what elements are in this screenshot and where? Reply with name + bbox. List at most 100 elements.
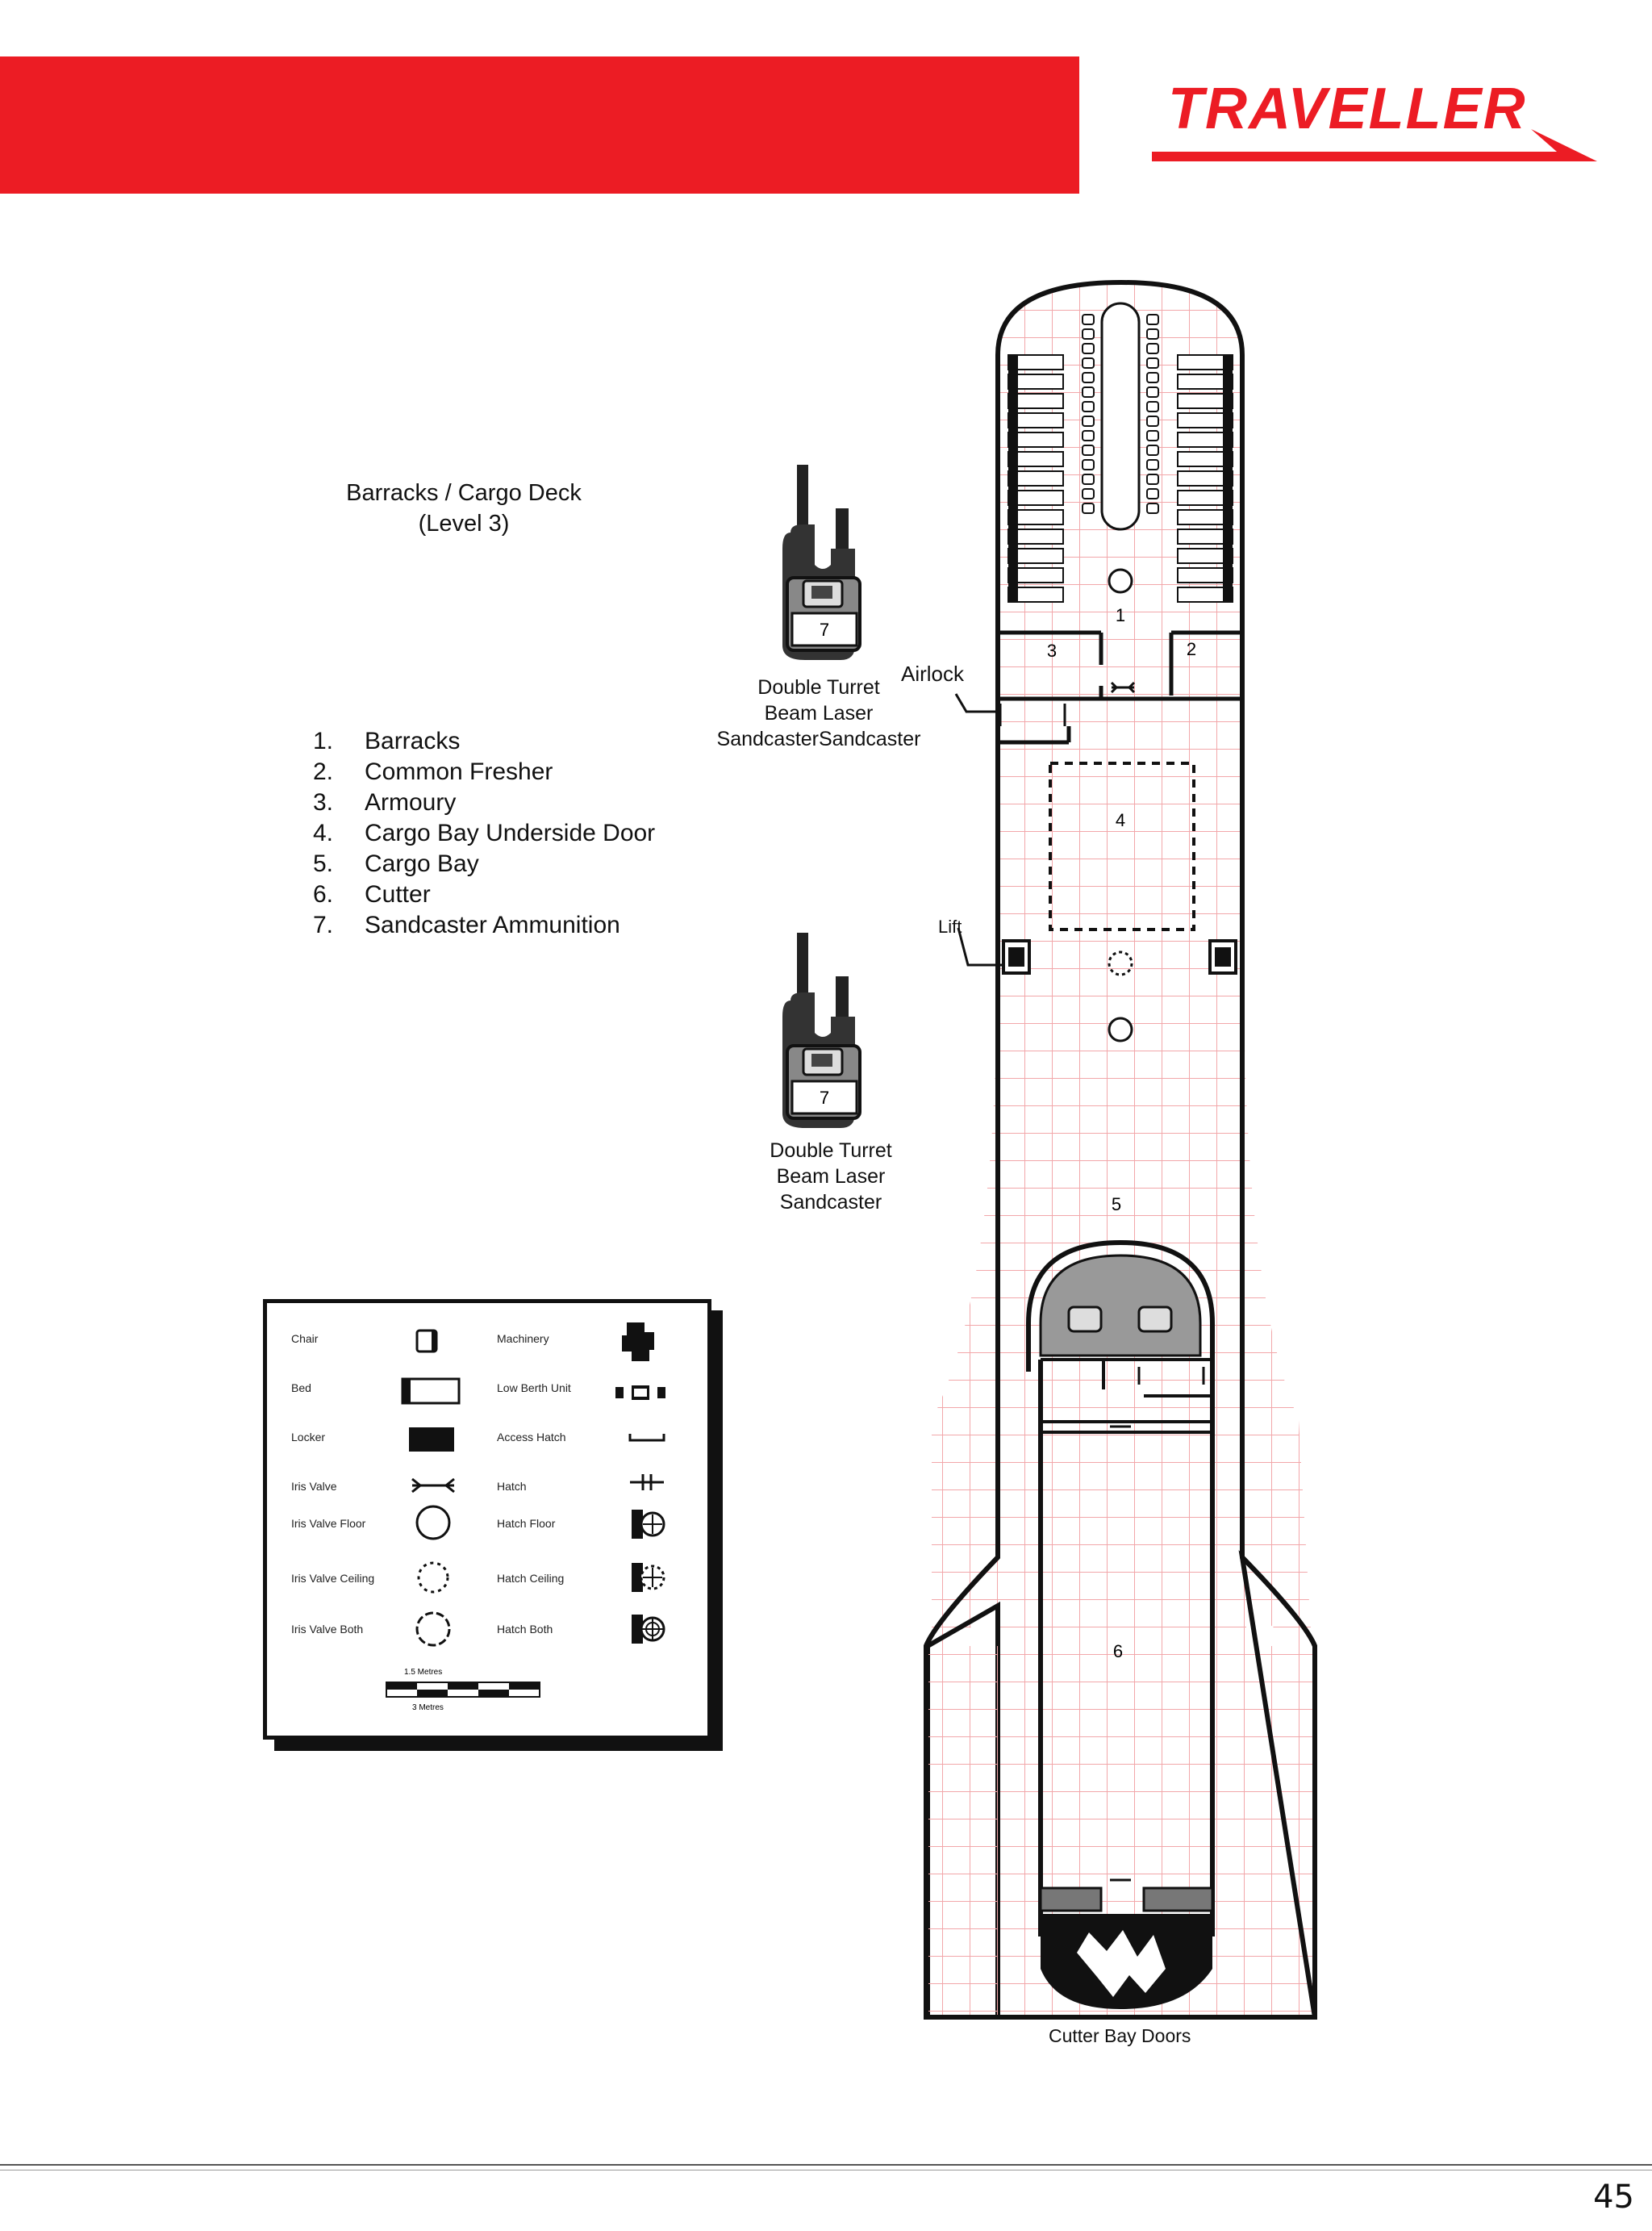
turret-barrel bbox=[797, 465, 808, 537]
key-label: Iris Valve Ceiling bbox=[291, 1572, 375, 1585]
header-banner bbox=[0, 56, 1079, 194]
chair-icon bbox=[415, 1329, 438, 1353]
machinery-icon bbox=[622, 1322, 654, 1361]
lift-right-inner bbox=[1215, 947, 1231, 967]
key-label: Hatch Both bbox=[497, 1623, 553, 1636]
page-number: 45 bbox=[1593, 2179, 1634, 2216]
locker-icon bbox=[409, 1427, 454, 1452]
iris-valve-icon bbox=[1110, 681, 1136, 694]
lift-label: Lift bbox=[938, 917, 962, 937]
key-label: Locker bbox=[291, 1431, 326, 1443]
airlock-label: Airlock bbox=[901, 662, 965, 686]
key-label: Iris Valve bbox=[291, 1480, 337, 1493]
hatch-floor-icon bbox=[632, 1510, 665, 1539]
scale-bar: 1.5 Metres 3 Metres bbox=[386, 1668, 540, 1712]
area-label-4: 4 bbox=[1116, 810, 1125, 830]
iris-valve-floor-icon bbox=[1108, 568, 1133, 594]
legend-number: 2. bbox=[313, 758, 334, 785]
legend-item: 3. Armoury bbox=[313, 788, 655, 818]
turret-caption-line: Beam Laser bbox=[764, 702, 874, 725]
key-symbols: 1.5 Metres 3 Metres bbox=[386, 1322, 665, 1712]
airlock bbox=[954, 693, 1071, 745]
key-label: Machinery bbox=[497, 1332, 549, 1345]
legend-number: 6. bbox=[313, 881, 334, 908]
legend-number: 3. bbox=[313, 789, 334, 816]
area-label-6: 6 bbox=[1113, 1641, 1123, 1661]
cargo-bay-underside-door bbox=[1049, 762, 1195, 931]
turret-barrel bbox=[797, 933, 808, 1005]
hatch-icon bbox=[630, 1474, 664, 1490]
area-label-5: 5 bbox=[1112, 1194, 1121, 1214]
turret-ammo-number: 7 bbox=[820, 1088, 829, 1108]
scale-label-top: 1.5 Metres bbox=[404, 1668, 442, 1677]
chairs-left bbox=[1082, 314, 1095, 514]
legend-item: 2.Common Fresher bbox=[313, 757, 655, 788]
key-label: Low Berth Unit bbox=[497, 1381, 571, 1394]
iris-valve-ceiling-icon bbox=[417, 1561, 449, 1594]
machinery-detail bbox=[1077, 1930, 1166, 1997]
area-label-1: 1 bbox=[1116, 605, 1125, 625]
iris-valve-ceiling-icon bbox=[1108, 950, 1133, 976]
cutter: 6 bbox=[1026, 1239, 1215, 2009]
turret-caption-line: Double Turret bbox=[757, 676, 880, 699]
iris-valve-icon bbox=[411, 1477, 455, 1494]
legend-label: Barracks bbox=[365, 728, 461, 754]
key-label: Bed bbox=[291, 1381, 311, 1394]
area-label-3: 3 bbox=[1047, 641, 1057, 661]
chairs-right bbox=[1146, 314, 1159, 514]
key-label: Hatch bbox=[497, 1480, 527, 1493]
legend-label: Armoury bbox=[365, 789, 457, 816]
legend-label: Cargo Bay Underside Door bbox=[365, 820, 656, 846]
iris-valve-floor-icon bbox=[415, 1505, 451, 1540]
logo-text: TRAVELLER bbox=[1168, 77, 1527, 141]
legend-number: 4. bbox=[313, 820, 334, 846]
area-label-2: 2 bbox=[1187, 639, 1196, 659]
turret-ammo-number: 7 bbox=[820, 620, 829, 640]
key-label: Hatch Floor bbox=[497, 1517, 556, 1530]
turret-caption-2: Double Turret Beam Laser Sandcaster bbox=[718, 1138, 944, 1215]
legend-item: 1. Barracks bbox=[313, 726, 655, 757]
iris-valve-floor-icon bbox=[1108, 1017, 1133, 1042]
legend-number: 5. bbox=[313, 850, 334, 877]
low-berth-icon bbox=[615, 1385, 665, 1400]
turret-seat-inner bbox=[811, 1054, 832, 1067]
deck-title: Barracks / Cargo Deck (Level 3) bbox=[290, 478, 637, 539]
legend-number: 7. bbox=[313, 912, 334, 938]
key-label: Iris Valve Both bbox=[291, 1623, 364, 1636]
deck-title-level: (Level 3) bbox=[418, 511, 510, 537]
key-label: Hatch Ceiling bbox=[497, 1572, 565, 1585]
lift-pointer bbox=[957, 927, 1002, 967]
legend-label: Cutter bbox=[365, 881, 431, 908]
turret-caption-1: Double Turret Beam Laser SandcasterSandc… bbox=[702, 675, 936, 752]
legend-label: Cargo Bay bbox=[365, 850, 479, 877]
legend-label: Sandcaster Ammunition bbox=[365, 912, 620, 938]
legend-item: 6. Cutter bbox=[313, 879, 655, 910]
cutter-bay-doors-label: Cutter Bay Doors bbox=[1049, 2025, 1191, 2046]
turret-caption-line: Sandcaster bbox=[779, 1191, 882, 1214]
key-label: Iris Valve Floor bbox=[291, 1517, 366, 1530]
scale-label-bottom: 3 Metres bbox=[412, 1703, 444, 1712]
turret-caption-line: Double Turret bbox=[770, 1139, 892, 1162]
turret-caption-line: Beam Laser bbox=[776, 1165, 886, 1188]
legend-item: 4. Cargo Bay Underside Door bbox=[313, 818, 655, 849]
lift-left-inner bbox=[1008, 947, 1024, 967]
hull-wing-outline bbox=[924, 1550, 1317, 2020]
traveller-logo: TRAVELLER bbox=[1145, 77, 1605, 169]
wing-grid bbox=[928, 1646, 1313, 2016]
hatch-icon bbox=[999, 704, 1066, 726]
key-label: Access Hatch bbox=[497, 1431, 566, 1443]
hatch-both-icon bbox=[632, 1615, 665, 1644]
central-table bbox=[1100, 302, 1141, 531]
cutter-seat-icon bbox=[1067, 1306, 1103, 1333]
hatch-ceiling-icon bbox=[632, 1563, 665, 1592]
iris-valve-icon bbox=[1110, 1425, 1131, 1882]
hatch-icon bbox=[1137, 1367, 1215, 1385]
turret-barrel bbox=[836, 976, 849, 1025]
deck-title-name: Barracks / Cargo Deck bbox=[346, 480, 582, 506]
turret-ammo-box bbox=[791, 612, 858, 647]
turret-caption-line: SandcasterSandcaster bbox=[716, 728, 921, 750]
turret-seat-inner bbox=[811, 586, 832, 599]
legend-number: 1. bbox=[313, 728, 334, 754]
bunks-right bbox=[1177, 354, 1233, 603]
